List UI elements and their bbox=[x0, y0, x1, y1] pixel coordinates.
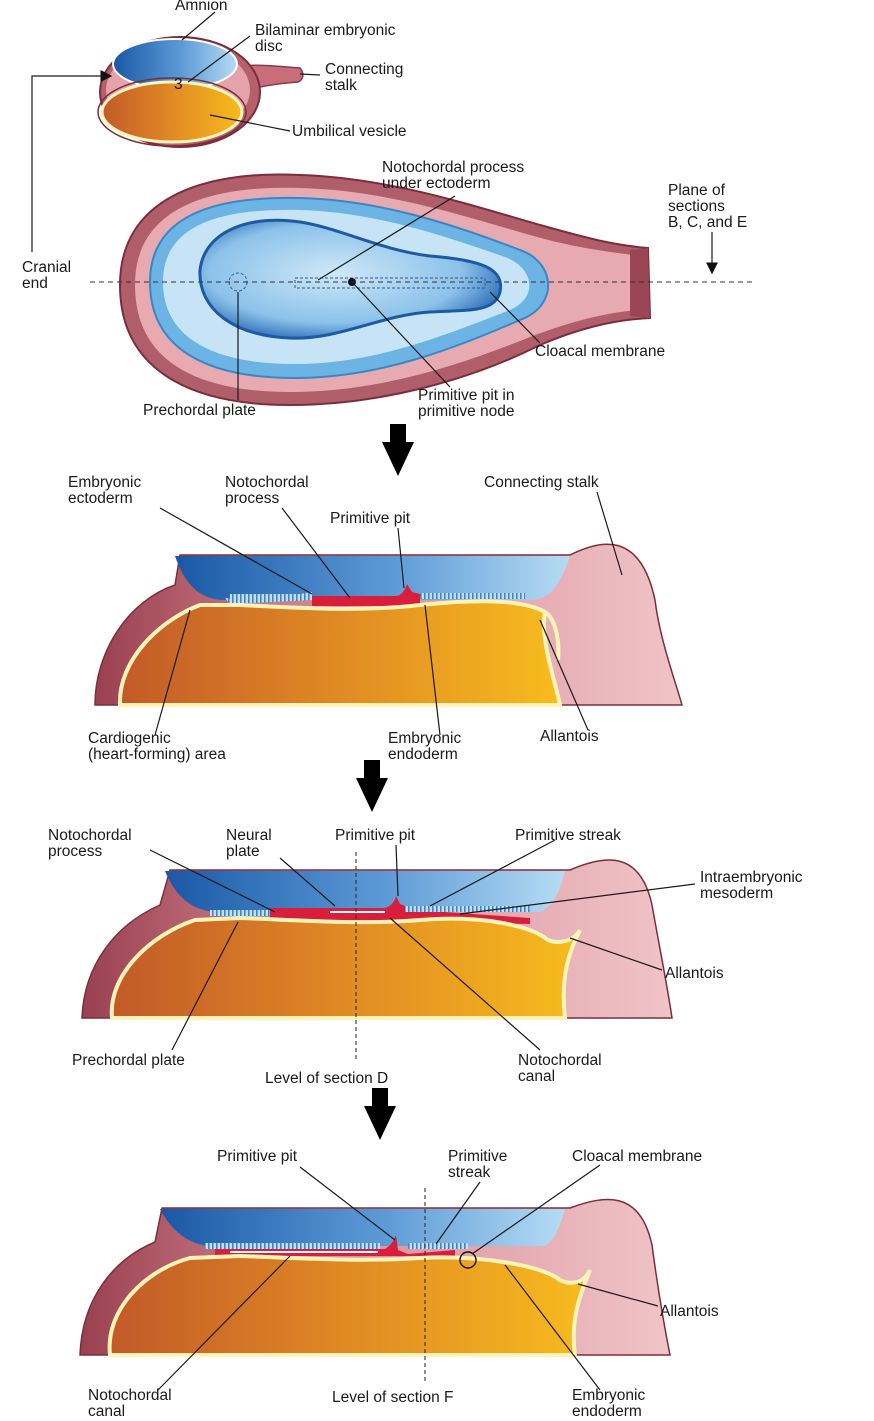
label-primitive-pit-a-2: primitive node bbox=[418, 403, 515, 420]
down-arrow-3 bbox=[364, 1088, 396, 1140]
label-embryonic-ectoderm-2: ectoderm bbox=[68, 490, 133, 507]
label-bilaminar-disc-2: disc bbox=[255, 38, 283, 55]
label-prechordal-plate-a: Prechordal plate bbox=[143, 402, 256, 419]
panel-a-dorsal-view bbox=[120, 174, 650, 405]
label-connecting-stalk-a-2: stalk bbox=[325, 77, 357, 94]
label-neural-plate-1: Neural bbox=[226, 827, 272, 844]
label-prechordal-plate-c: Prechordal plate bbox=[72, 1052, 185, 1069]
down-arrow-1 bbox=[382, 424, 414, 476]
label-umbilical-vesicle: Umbilical vesicle bbox=[292, 123, 407, 140]
label-notochordal-canal-d-1: Notochordal bbox=[88, 1387, 172, 1404]
label-notochordal-process-b-2: process bbox=[225, 490, 280, 507]
down-arrow-2 bbox=[356, 760, 388, 812]
label-primitive-pit-d: Primitive pit bbox=[217, 1148, 298, 1165]
label-plane-3: B, C, and E bbox=[668, 214, 747, 231]
label-plane-1: Plane of bbox=[668, 182, 726, 199]
label-plane-2: sections bbox=[668, 198, 725, 215]
label-cloacal-membrane-d: Cloacal membrane bbox=[572, 1148, 702, 1165]
label-embryonic-endoderm-d-1: Embryonic bbox=[572, 1387, 645, 1404]
label-allantois-c: Allantois bbox=[665, 965, 724, 982]
disc-number: 3 bbox=[174, 76, 183, 93]
label-intraembryonic-mesoderm-1: Intraembryonic bbox=[700, 869, 803, 886]
label-level-section-d: Level of section D bbox=[265, 1070, 388, 1087]
label-primitive-pit-b: Primitive pit bbox=[330, 510, 411, 527]
label-notochordal-canal-c-2: canal bbox=[518, 1068, 555, 1085]
label-cardiogenic-2: (heart-forming) area bbox=[88, 746, 226, 763]
label-notochordal-process-a-2: under ectoderm bbox=[382, 175, 491, 192]
panel-c-section bbox=[82, 860, 672, 1018]
label-primitive-streak-d-1: Primitive bbox=[448, 1148, 507, 1165]
panel-d-section bbox=[80, 1199, 670, 1355]
label-notochordal-process-a-1: Notochordal process bbox=[382, 159, 524, 176]
label-notochordal-canal-c-1: Notochordal bbox=[518, 1052, 602, 1069]
label-level-section-f: Level of section F bbox=[332, 1389, 453, 1406]
label-allantois-d: Allantois bbox=[660, 1303, 719, 1320]
label-allantois-b: Allantois bbox=[540, 728, 599, 745]
panel-b-section bbox=[95, 544, 682, 705]
label-amnion: Amnion bbox=[175, 0, 228, 14]
label-connecting-stalk-b: Connecting stalk bbox=[484, 474, 599, 491]
label-cardiogenic-1: Cardiogenic bbox=[88, 730, 171, 747]
label-embryonic-endoderm-b-1: Embryonic bbox=[388, 730, 461, 747]
label-embryonic-endoderm-b-2: endoderm bbox=[388, 746, 458, 763]
label-notochordal-process-b-1: Notochordal bbox=[225, 474, 309, 491]
label-notochordal-process-c-1: Notochordal bbox=[48, 827, 132, 844]
label-primitive-streak-c: Primitive streak bbox=[515, 827, 621, 844]
label-neural-plate-2: plate bbox=[226, 843, 260, 860]
label-cloacal-membrane-a: Cloacal membrane bbox=[535, 343, 665, 360]
label-intraembryonic-mesoderm-2: mesoderm bbox=[700, 885, 773, 902]
label-embryonic-ectoderm-1: Embryonic bbox=[68, 474, 141, 491]
label-primitive-pit-c: Primitive pit bbox=[335, 827, 416, 844]
label-primitive-streak-d-2: streak bbox=[448, 1164, 490, 1181]
label-cranial-2: end bbox=[22, 275, 48, 292]
label-embryonic-endoderm-d-2: endoderm bbox=[572, 1403, 642, 1420]
label-notochordal-process-c-2: process bbox=[48, 843, 103, 860]
cranial-pointer-arrow bbox=[32, 76, 110, 252]
label-notochordal-canal-d-2: canal bbox=[88, 1403, 125, 1420]
label-cranial-1: Cranial bbox=[22, 259, 71, 276]
label-connecting-stalk-a-1: Connecting bbox=[325, 61, 403, 78]
label-bilaminar-disc-1: Bilaminar embryonic bbox=[255, 22, 396, 39]
label-primitive-pit-a-1: Primitive pit in bbox=[418, 387, 514, 404]
